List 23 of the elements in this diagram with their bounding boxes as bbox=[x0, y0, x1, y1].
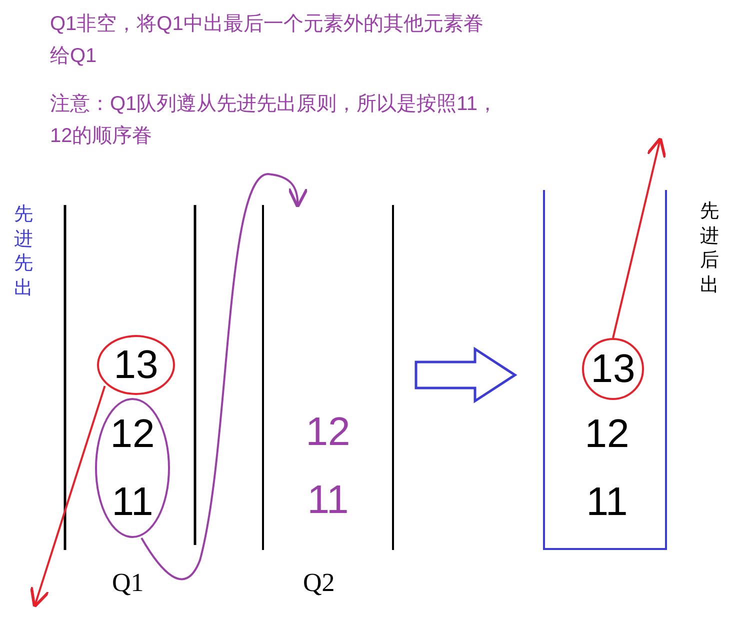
number-text: 13 bbox=[114, 345, 158, 385]
note-text: 注意：Q1队列遵从先进先出原则，所以是按照11，12的顺序眷 bbox=[50, 92, 498, 149]
queue-column bbox=[262, 205, 394, 550]
queue-label: Q1 bbox=[112, 568, 145, 598]
stack-container bbox=[543, 190, 667, 550]
circled-number bbox=[582, 338, 644, 400]
block-arrow bbox=[414, 346, 518, 404]
number-text: 11 bbox=[306, 480, 350, 520]
arrow bbox=[612, 136, 666, 338]
vertical-label: 先进后出 bbox=[700, 200, 719, 298]
number-text: 12 bbox=[304, 412, 352, 452]
queue-label: Q2 bbox=[303, 568, 336, 598]
number-text: 11 bbox=[585, 480, 629, 524]
number-text: 12 bbox=[584, 412, 630, 456]
circled-number bbox=[97, 335, 175, 395]
number-text: 12 bbox=[109, 414, 156, 454]
arrow bbox=[30, 386, 106, 608]
number-text: 13 bbox=[590, 349, 636, 389]
number-text: 11 bbox=[110, 482, 154, 522]
ellipse-group bbox=[95, 398, 170, 538]
note-text: Q1非空，将Q1中出最后一个元素外的其他元素眷给Q1 bbox=[50, 12, 484, 69]
curved-arrow bbox=[140, 173, 308, 580]
vertical-label: 先进先出 bbox=[14, 203, 33, 302]
